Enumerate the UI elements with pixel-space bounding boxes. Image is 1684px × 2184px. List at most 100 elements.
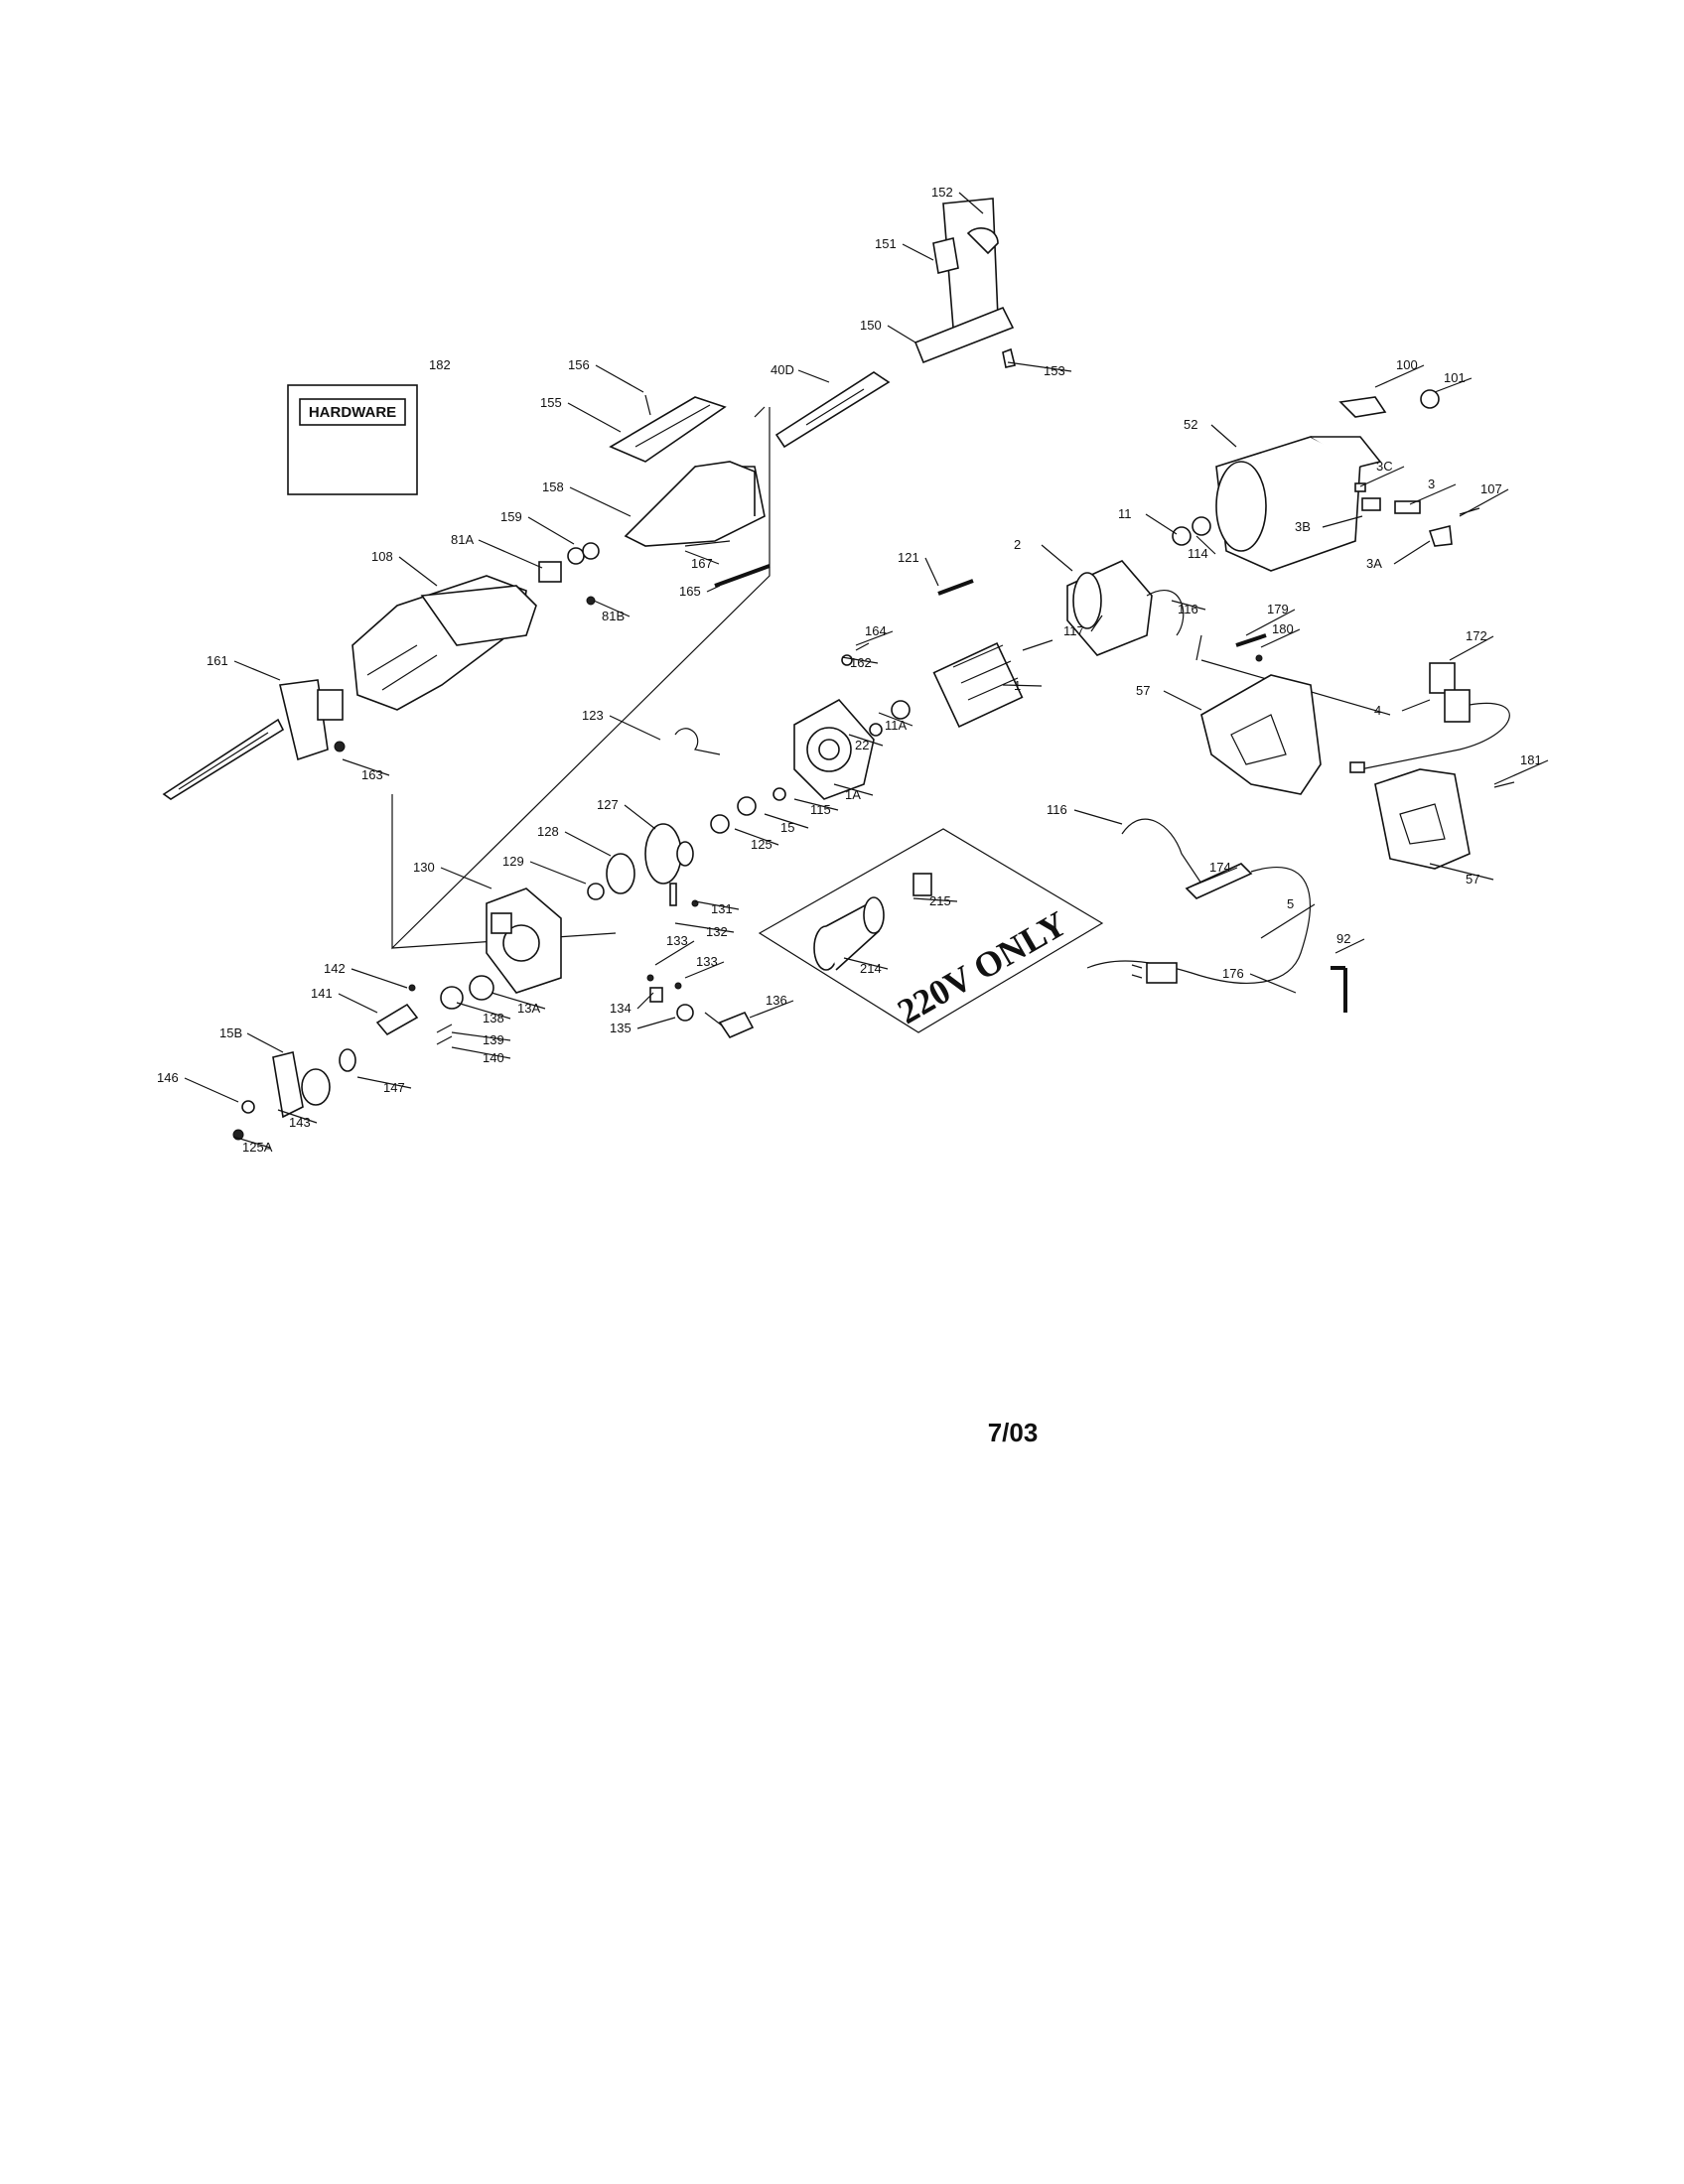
callout-3C: 3C (1376, 459, 1393, 474)
leader-line-121 (924, 557, 939, 587)
callout-165: 165 (679, 584, 701, 599)
leader-line-163 (342, 758, 390, 776)
callout-146: 146 (157, 1070, 179, 1085)
callout-150: 150 (860, 318, 882, 333)
spring-clip-123 (674, 728, 721, 755)
pin-121 (937, 579, 974, 596)
callout-133: 133 (696, 954, 718, 969)
leader-line-3A (1393, 540, 1431, 565)
callout-179: 179 (1267, 602, 1289, 616)
callout-181: 181 (1520, 752, 1542, 767)
key-132 (669, 883, 677, 906)
plug-176 (1146, 962, 1178, 984)
leader-line-101 (1434, 377, 1473, 393)
bearing-15 (737, 796, 757, 816)
leader-line-162 (841, 656, 879, 664)
callout-5: 5 (1287, 896, 1294, 911)
callout-147: 147 (383, 1080, 405, 1095)
leader-line-129 (529, 861, 587, 885)
callout-132: 132 (706, 924, 728, 939)
leader-line-117 (1090, 614, 1103, 632)
screw-180 (1255, 654, 1263, 662)
shaft-141 (375, 1003, 419, 1036)
pin-179 (1235, 633, 1267, 647)
plunger-shaft-40d (774, 371, 891, 449)
screw-133a (646, 974, 654, 982)
brush-spring-3c (1354, 482, 1366, 492)
leader-line-22 (848, 734, 884, 747)
callout-139: 139 (483, 1032, 504, 1047)
bushing-81a (538, 561, 562, 583)
callout-3: 3 (1428, 477, 1435, 491)
callout-176: 176 (1222, 966, 1244, 981)
callout-143: 143 (289, 1115, 311, 1130)
switch-block-4 (1444, 689, 1471, 723)
leader-line-142 (351, 968, 408, 989)
callout-156: 156 (568, 357, 590, 372)
callout-141: 141 (311, 986, 333, 1001)
leader-line-176 (1249, 973, 1297, 994)
callout-180: 180 (1272, 621, 1294, 636)
leader-line-153 (1007, 361, 1072, 372)
callout-163: 163 (361, 767, 383, 782)
leader-line-135 (636, 1017, 676, 1029)
callout-162: 162 (850, 655, 872, 670)
handle-half-57b (1374, 768, 1471, 870)
callout-15: 15 (780, 820, 794, 835)
callout-15B: 15B (219, 1025, 242, 1040)
callout-172: 172 (1466, 628, 1487, 643)
leader-line-172 (1449, 635, 1494, 661)
leader-line-11 (1145, 513, 1178, 535)
callout-215: 215 (929, 893, 951, 908)
leader-line-130 (440, 867, 492, 889)
leader-line-11A (878, 712, 913, 727)
bearing-125 (710, 814, 730, 834)
callout-116: 116 (1178, 602, 1198, 616)
pin-165 (714, 564, 771, 588)
callout-134: 134 (610, 1001, 632, 1016)
screw-133b (674, 982, 682, 990)
callout-155: 155 (540, 395, 562, 410)
callout-1: 1 (1014, 678, 1021, 693)
leader-line-107 (1459, 488, 1509, 517)
leader-line-4 (1401, 699, 1431, 712)
hardware-box-number: 182 (429, 357, 451, 372)
leader-line-167 (684, 550, 720, 565)
brush-holder-3b (1361, 497, 1381, 511)
leader-line-132 (674, 922, 735, 933)
leader-line-158 (569, 486, 632, 517)
brush-3 (1394, 500, 1421, 514)
callout-142: 142 (324, 961, 346, 976)
leader-line-146 (184, 1077, 239, 1103)
leader-line-138 (456, 1002, 511, 1020)
leader-line-3B (1322, 515, 1363, 528)
leader-line-1A (833, 783, 874, 796)
bearing-11a (891, 700, 911, 720)
blade-clamp (279, 679, 344, 761)
leader-line-81B (593, 600, 631, 617)
callout-114: 114 (1188, 546, 1208, 561)
washer-146 (241, 1100, 255, 1114)
callout-3B: 3B (1295, 519, 1311, 534)
front-housing (351, 575, 537, 711)
gear-housing-top (624, 461, 766, 547)
callout-108: 108 (371, 549, 393, 564)
leader-line-116 (1171, 600, 1206, 611)
pin-139 (436, 1024, 453, 1033)
brush-cap-3a (1428, 525, 1453, 547)
callout-131: 131 (711, 901, 733, 916)
callout-127: 127 (597, 797, 619, 812)
washer-114 (1192, 516, 1211, 536)
hardware-box-label: HARDWARE (309, 404, 396, 421)
screw-181 (1493, 781, 1515, 788)
callout-125: 125 (751, 837, 772, 852)
leader-line-147 (356, 1076, 412, 1089)
leader-line-181 (1493, 759, 1549, 785)
callout-129: 129 (502, 854, 524, 869)
callout-161: 161 (207, 653, 228, 668)
washer-115 (772, 787, 786, 801)
callout-52: 52 (1184, 417, 1197, 432)
leader-line-114 (1195, 535, 1216, 555)
callout-81A: 81A (451, 532, 474, 547)
